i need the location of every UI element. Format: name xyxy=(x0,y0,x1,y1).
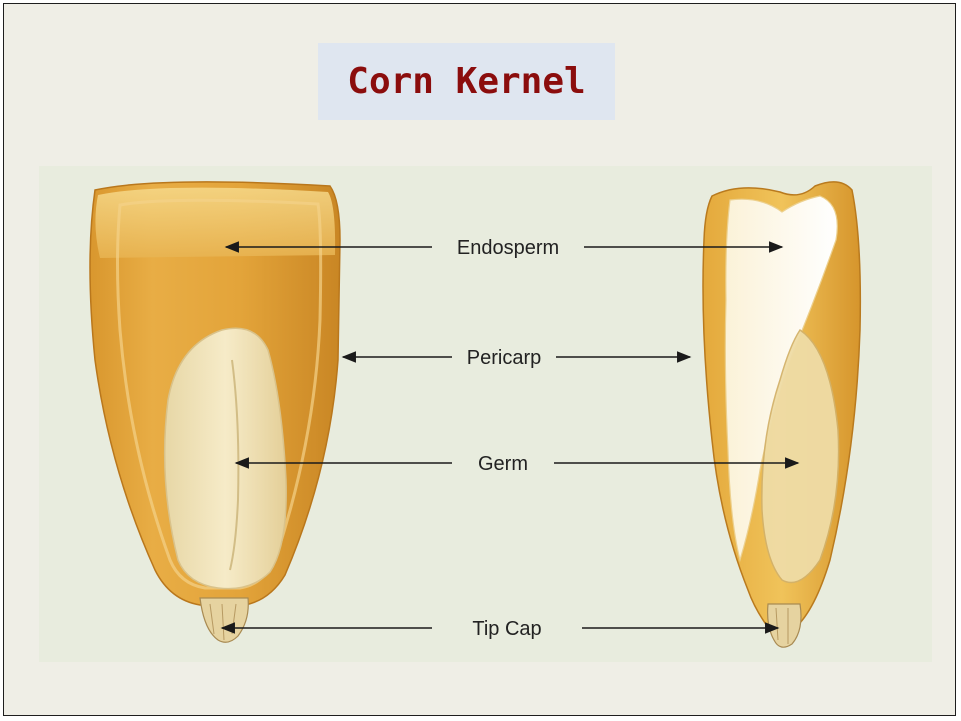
label-endosperm: Endosperm xyxy=(457,237,559,259)
corn-kernel-cross-section-icon xyxy=(703,182,860,647)
corn-kernel-front-view-icon xyxy=(90,182,340,642)
label-tip-cap: Tip Cap xyxy=(472,618,541,640)
label-pericarp: Pericarp xyxy=(467,347,541,369)
label-germ: Germ xyxy=(478,453,528,475)
